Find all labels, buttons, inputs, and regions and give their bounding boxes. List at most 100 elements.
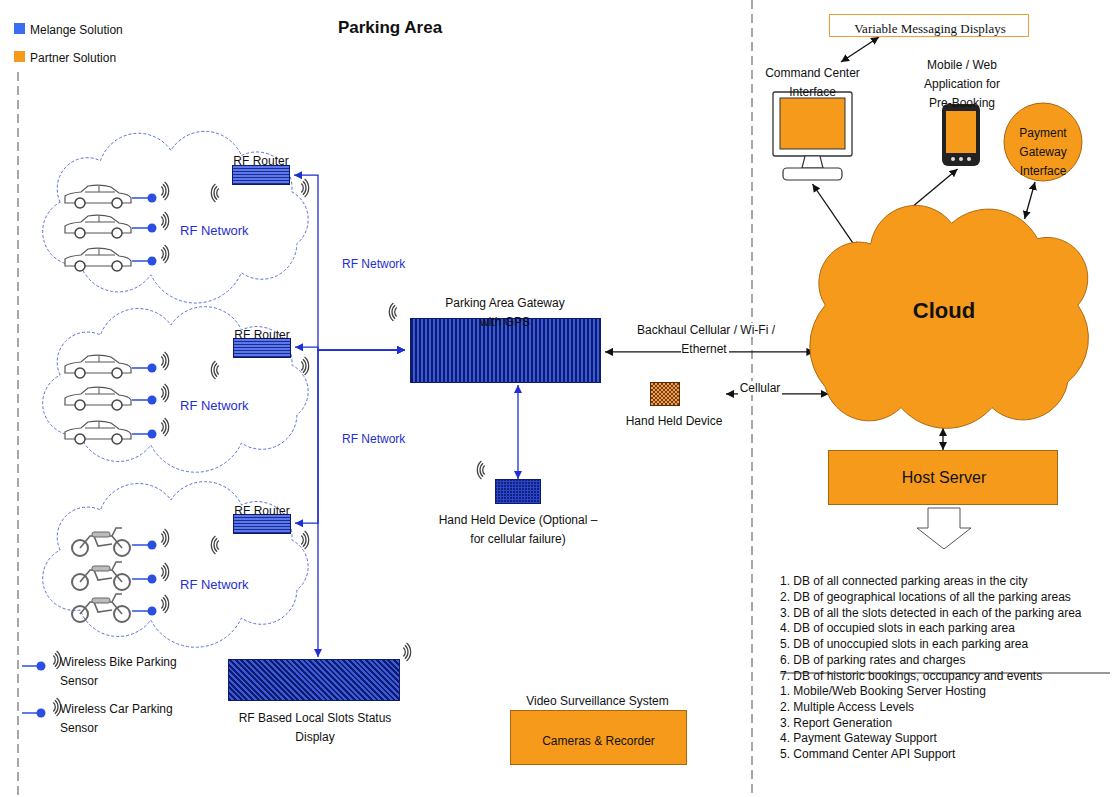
monitor-screen	[780, 98, 845, 149]
car-wheel	[112, 434, 122, 444]
text-holder: RF Network	[180, 220, 270, 239]
wireless-wave	[161, 357, 163, 366]
node-box: Payment Gateway Interface	[1003, 102, 1083, 182]
wireless-wave	[214, 363, 217, 377]
wireless-wave	[214, 186, 217, 200]
list-item: 6. DB of parking rates and charges	[780, 653, 965, 667]
list-item: 7. DB of historic bookings, occupancy an…	[780, 669, 1042, 683]
wireless-wave	[161, 217, 163, 226]
text-holder: Mobile / Web Application for Pre-Booking	[918, 54, 1006, 112]
node-box: Host Server	[828, 450, 1058, 505]
device-box	[228, 659, 400, 701]
node-box: Mobile / Web Application for Pre-Booking	[918, 54, 1006, 169]
node-outline	[765, 62, 860, 184]
sensor-symbol	[132, 227, 148, 229]
wireless-wave	[477, 461, 481, 479]
wireless-wave	[165, 563, 169, 581]
wireless-wave	[161, 187, 163, 196]
connector	[813, 184, 858, 250]
text-holder: 4. DB of occupied slots in each parking …	[780, 617, 1110, 636]
text-holder: RF Router	[228, 150, 294, 169]
sensor-symbol	[132, 610, 148, 612]
zone-divider	[751, 0, 753, 797]
text-holder: Hand Held Device	[622, 410, 726, 429]
sensor-symbol	[132, 399, 148, 401]
car-icon	[85, 216, 115, 222]
text-holder: Video Surveillance System	[505, 690, 690, 709]
wireless-wave	[163, 386, 166, 400]
device-box	[650, 382, 680, 406]
sensor-symbol	[132, 260, 148, 262]
text-holder: 4. Payment Gateway Support	[780, 727, 1110, 746]
node-text: RF Network	[180, 577, 249, 592]
sensor-symbol	[148, 257, 157, 266]
node-box: Command Center Interface	[765, 62, 860, 184]
wireless-wave	[163, 420, 166, 434]
text-holder: Command Center Interface	[765, 62, 860, 100]
bike-seat	[92, 532, 110, 537]
sensor-symbol	[22, 665, 37, 667]
legend-swatch	[14, 51, 25, 62]
wireless-wave	[163, 565, 166, 579]
edge-label: RF Network	[340, 432, 407, 446]
sensor-symbol	[148, 194, 157, 203]
sensor-symbol	[132, 433, 148, 435]
car-wheel	[75, 400, 85, 410]
monitor-stand	[802, 156, 823, 168]
wireless-wave	[165, 352, 169, 370]
connector	[1025, 182, 1035, 219]
wireless-wave	[165, 182, 169, 200]
rf-cloud-outline	[43, 482, 308, 648]
list-item: 2. Multiple Access Levels	[780, 700, 914, 714]
text-holder: Cameras & Recorder	[510, 730, 687, 749]
node-text: Host Server	[902, 469, 986, 486]
phone-screen	[946, 111, 976, 153]
text-holder: 3. DB of all the slots detected in each …	[780, 602, 1110, 621]
node-box: Video Surveillance SystemCameras & Recor…	[505, 690, 690, 768]
text-holder: Cloud	[884, 298, 1004, 324]
sensor-symbol	[148, 430, 157, 439]
monitor-base	[783, 168, 842, 180]
text-holder: 3. Report Generation	[780, 712, 1110, 731]
sensor-symbol	[148, 364, 157, 373]
wireless-wave	[163, 214, 166, 228]
node-box: RF Based Local Slots Status Display	[226, 657, 404, 739]
device-box	[232, 165, 290, 185]
wireless-wave	[163, 354, 166, 368]
wireless-wave	[301, 362, 303, 371]
cloud-shape: Cloud	[800, 208, 1088, 428]
list-item: 4. Payment Gateway Support	[780, 731, 937, 745]
sensor-symbol	[148, 607, 157, 616]
legend-swatch	[14, 23, 25, 34]
sensor-symbol	[148, 541, 157, 550]
bike-frame	[80, 528, 122, 548]
sensor-symbol	[148, 224, 157, 233]
text-holder: RF Network	[180, 574, 270, 593]
text-holder: Partner Solution	[30, 47, 170, 66]
wireless-wave	[214, 538, 217, 552]
connector	[942, 428, 943, 450]
page-title: Parking Area	[338, 18, 442, 37]
node-text: Video Surveillance System	[526, 694, 669, 708]
car-wheel	[75, 228, 85, 238]
sensor-symbol	[132, 197, 148, 199]
wireless-wave	[217, 366, 219, 375]
wireless-wave	[161, 389, 163, 398]
sensor-symbol	[22, 712, 37, 714]
wireless-wave	[483, 466, 485, 475]
node-text: Parking Area Gateway with GPS	[445, 296, 564, 329]
connector	[841, 37, 879, 62]
list-item: 3. DB of all the slots detected in each …	[780, 606, 1082, 620]
node-text: RF Router	[234, 504, 289, 518]
car-icon	[85, 422, 115, 428]
wireless-wave	[305, 531, 309, 549]
wireless-wave	[165, 384, 169, 402]
wireless-wave	[55, 653, 58, 667]
car-icon	[85, 249, 115, 255]
hollow-arrow	[917, 508, 971, 549]
text-holder: RF Based Local Slots Status Display	[236, 707, 394, 745]
cloud-outline	[810, 205, 1089, 428]
wireless-wave	[217, 189, 219, 198]
car-wheel	[112, 198, 122, 208]
rf-cloud-outline	[43, 131, 308, 303]
